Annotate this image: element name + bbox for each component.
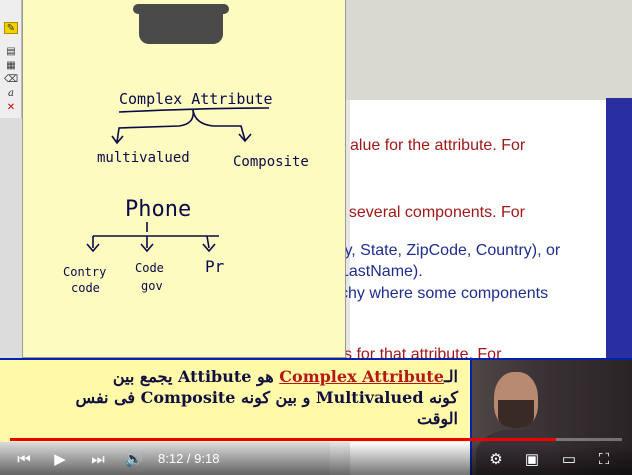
slide-line: LastName). bbox=[340, 263, 423, 280]
ink-toolbar: ✎ ▤ ▦ ⌫ a ✕ bbox=[0, 0, 22, 118]
progress-fill bbox=[10, 438, 556, 441]
complex-attribute-label: Complex Attribute bbox=[119, 90, 273, 108]
code-gov-label-1: Code bbox=[135, 261, 164, 275]
phone-label: Phone bbox=[125, 197, 191, 222]
progress-bar[interactable] bbox=[10, 438, 622, 441]
caption-line-2: كونه Multivalued و بين كونه Composite فى… bbox=[75, 388, 458, 407]
pen-icon[interactable]: ✎ bbox=[4, 22, 18, 34]
slide-line: alue for the attribute. For bbox=[350, 137, 526, 154]
play-icon[interactable]: ▶ bbox=[54, 451, 66, 468]
highlighter-icon[interactable]: ▤ bbox=[6, 46, 16, 57]
pr-label: Pr bbox=[205, 257, 225, 276]
theater-mode-icon[interactable]: ▭ bbox=[561, 451, 577, 468]
slide-line: ty, State, ZipCode, Country), or bbox=[340, 242, 561, 259]
player-controls bbox=[0, 442, 632, 475]
eraser-icon[interactable]: ⌫ bbox=[4, 74, 19, 85]
country-code-label-2: code bbox=[71, 281, 100, 295]
note-tab bbox=[133, 4, 229, 44]
fullscreen-icon[interactable]: ⛶ bbox=[598, 451, 610, 468]
close-icon[interactable]: ✕ bbox=[6, 102, 16, 113]
caption-prefix: الـ bbox=[443, 367, 458, 386]
time-display: 8:12 / 9:18 bbox=[158, 451, 220, 466]
handwriting-canvas: Complex Attribute multivalued Composite … bbox=[63, 90, 309, 295]
previous-icon[interactable]: ⏮ bbox=[17, 451, 31, 468]
next-icon[interactable]: ⏭ bbox=[91, 451, 105, 468]
multivalued-label: multivalued bbox=[97, 150, 190, 166]
composite-label: Composite bbox=[233, 154, 309, 170]
code-gov-label-2: gov bbox=[141, 279, 163, 293]
caption-line-3: الوقت bbox=[417, 409, 458, 428]
whiteboard-note: Complex Attribute multivalued Composite … bbox=[22, 0, 346, 358]
slide-line: f several components. For bbox=[340, 204, 525, 221]
miniplayer-icon[interactable]: ▣ bbox=[524, 451, 540, 468]
caption-term: Complex Attribute bbox=[279, 367, 444, 386]
caption-box: الـComplex Attribute هو Attibute يجمع بي… bbox=[0, 358, 470, 442]
country-code-label-1: Contry bbox=[63, 265, 106, 279]
background-slide: alue for the attribute. For f several co… bbox=[330, 0, 632, 475]
slide-line: chy where some components bbox=[340, 285, 549, 302]
caption-line-1-rest: هو Attibute يجمع بين bbox=[112, 367, 274, 386]
text-tool-icon[interactable]: a bbox=[8, 88, 14, 99]
settings-gear-icon[interactable]: ⚙ bbox=[489, 451, 503, 468]
volume-icon[interactable]: 🔊 bbox=[124, 451, 144, 468]
shapes-icon[interactable]: ▦ bbox=[6, 60, 16, 71]
caption-line-1: الـComplex Attribute هو Attibute يجمع بي… bbox=[8, 366, 458, 387]
